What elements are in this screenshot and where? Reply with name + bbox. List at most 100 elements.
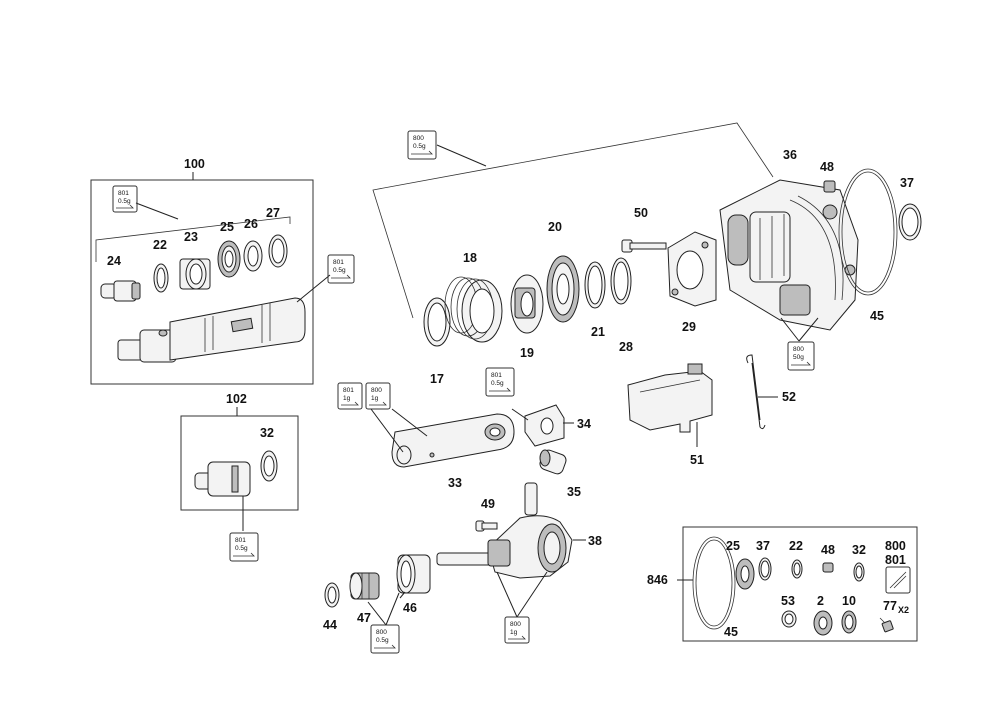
part-20-gear: [546, 255, 580, 323]
svg-text:50g: 50g: [793, 354, 804, 361]
callout-27: 27: [266, 206, 280, 220]
svg-text:0.5g: 0.5g: [491, 380, 504, 387]
lube-tag-800-b: 800 50g: [787, 341, 815, 371]
part-38-crank: [436, 482, 573, 579]
svg-text:800: 800: [510, 621, 521, 628]
callout-35: 35: [567, 485, 581, 499]
gear-train: 800 0.5g: [372, 122, 922, 386]
kit-callout-2: 2: [817, 594, 824, 608]
kit-callout-800: 800: [885, 539, 906, 553]
kit-part-25: [735, 558, 755, 590]
part-50-bolt: [621, 239, 667, 253]
kit-callout-53: 53: [781, 594, 795, 608]
callout-37: 37: [900, 176, 914, 190]
lube-tag-800-c: 800 1g: [365, 382, 391, 410]
callout-25: 25: [220, 220, 234, 234]
lube-tag-801-a: 801 0.5g: [112, 185, 138, 213]
svg-text:801: 801: [491, 372, 502, 379]
callout-100: 100: [184, 157, 205, 171]
part-47-bearing: [349, 572, 380, 600]
callout-17: 17: [430, 372, 444, 386]
lower-group: 49 38 800 1g: [323, 482, 602, 654]
callout-45: 45: [870, 309, 884, 323]
kit-callout-801: 801: [885, 553, 906, 567]
svg-text:1g: 1g: [371, 395, 379, 402]
lube-tag-801-d: 801 1g: [337, 382, 363, 410]
part-18-spring: [444, 276, 503, 343]
kit-callout-45: 45: [724, 625, 738, 639]
lube-tag-800-d: 800 1g: [504, 616, 530, 644]
svg-text:0.5g: 0.5g: [235, 545, 248, 552]
kit-part-10: [841, 610, 857, 634]
svg-text:0.5g: 0.5g: [118, 198, 131, 205]
callout-50: 50: [634, 206, 648, 220]
svg-text:801: 801: [118, 190, 129, 197]
callout-46: 46: [403, 601, 417, 615]
callout-18: 18: [463, 251, 477, 265]
service-kit-frame: [682, 526, 918, 642]
svg-text:0.5g: 0.5g: [413, 143, 426, 150]
callout-36: 36: [783, 148, 797, 162]
callout-29: 29: [682, 320, 696, 334]
lube-tag-801-c: 801 0.5g: [229, 532, 259, 562]
kit-callout-22: 22: [789, 539, 803, 553]
kit-callout-77: 77: [883, 599, 897, 613]
callout-38: 38: [588, 534, 602, 548]
part-48-pin: [823, 180, 836, 193]
kit-callout-10: 10: [842, 594, 856, 608]
callout-49: 49: [481, 497, 495, 511]
part-45-oring: [838, 168, 898, 296]
kit-callout-48: 48: [821, 543, 835, 557]
callout-24: 24: [107, 254, 121, 268]
part-24-shaft: [100, 280, 141, 302]
kit-part-48: [822, 562, 834, 573]
callout-23: 23: [184, 230, 198, 244]
svg-text:800: 800: [413, 135, 424, 142]
part-52-clip: [746, 354, 766, 430]
assembly-102: 102 32 801 0.5g: [180, 392, 299, 562]
part-19-clutch: [510, 274, 544, 334]
kit-callout-77-qty: X2: [898, 605, 909, 615]
kit-callout-846: 846: [647, 573, 668, 587]
svg-text:801: 801: [343, 387, 354, 394]
callout-32: 32: [260, 426, 274, 440]
part-29-flange: [667, 231, 717, 307]
kit-part-45-oring: [692, 536, 736, 630]
part-23-bushing: [179, 258, 211, 290]
svg-text:800: 800: [376, 629, 387, 636]
callout-47: 47: [357, 611, 371, 625]
service-kit: 846 25 37 22 48 32 800 801 45 53 2 10 77…: [647, 526, 918, 642]
lube-tag-800-a: 800 0.5g: [407, 130, 437, 160]
callout-20: 20: [548, 220, 562, 234]
callout-48: 48: [820, 160, 834, 174]
svg-text:801: 801: [333, 259, 344, 266]
part-100-spindle: [117, 297, 306, 363]
part-36-housing: [719, 179, 859, 331]
svg-text:1g: 1g: [343, 395, 351, 402]
svg-text:801: 801: [235, 537, 246, 544]
callout-28: 28: [619, 340, 633, 354]
lube-tag-801-b: 801 0.5g: [327, 254, 355, 284]
assembly-100-frame: [90, 179, 314, 385]
assembly-102-frame: [180, 415, 299, 511]
callout-52: 52: [782, 390, 796, 404]
part-35-cylinder: [539, 449, 567, 475]
middle-group: 801 1g 800 1g 801 0.5g 34 33 3: [337, 354, 796, 499]
part-49-screw: [475, 520, 498, 532]
part-102-holder: [194, 461, 251, 497]
callout-51: 51: [690, 453, 704, 467]
callout-33: 33: [448, 476, 462, 490]
svg-text:0.5g: 0.5g: [333, 267, 346, 274]
kit-part-77: [881, 620, 894, 633]
callout-44: 44: [323, 618, 337, 632]
callout-19: 19: [520, 346, 534, 360]
part-34-block: [524, 404, 565, 447]
callout-21: 21: [591, 325, 605, 339]
kit-callout-32: 32: [852, 543, 866, 557]
part-25-bearing: [217, 240, 241, 278]
assembly-100: 100 24 22 23 25 26 27 801 0.5g 801 0.5g: [90, 157, 355, 385]
part-33-arm: [391, 413, 515, 468]
kit-callout-37: 37: [756, 539, 770, 553]
